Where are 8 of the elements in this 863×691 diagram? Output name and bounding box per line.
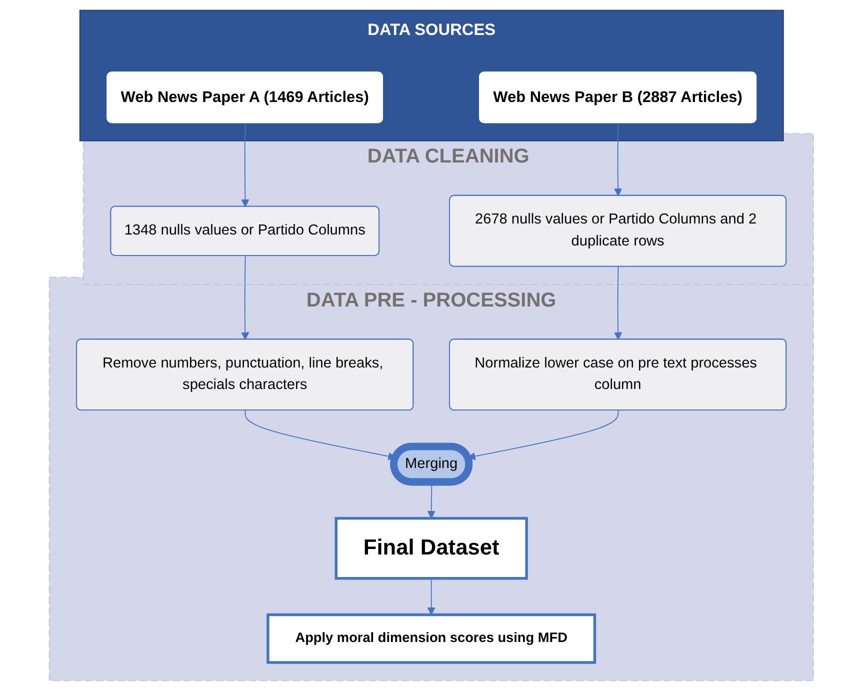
arrow — [241, 255, 250, 340]
arrow — [614, 266, 622, 340]
arrow — [428, 578, 436, 616]
node-box: Final Dataset — [334, 516, 528, 580]
node-box: Apply moral dimension scores using MFD — [266, 613, 596, 664]
arrow — [468, 410, 619, 460]
arrow — [241, 122, 250, 208]
arrow — [614, 122, 622, 196]
